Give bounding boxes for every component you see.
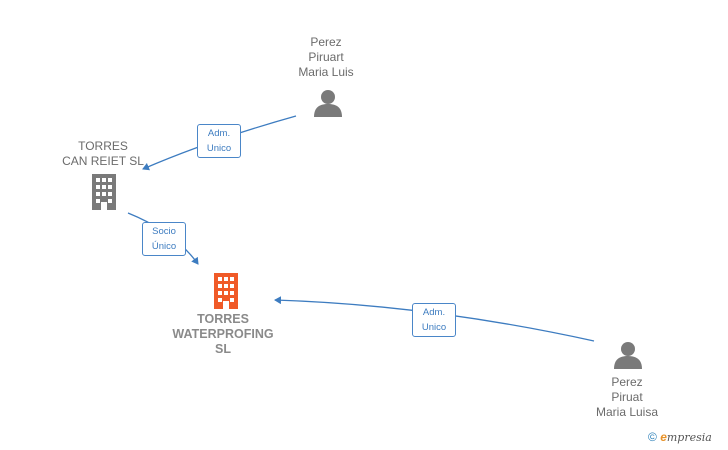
- edge-label-adm-unico-top: Adm. Unico: [197, 124, 241, 158]
- edge-label-socio-unico: Socio Único: [142, 222, 186, 256]
- person-right-label: Perez Piruat Maria Luisa: [595, 375, 659, 419]
- person-icon[interactable]: [313, 88, 343, 118]
- company-main-label: TORRES WATERPROFING SL: [172, 312, 274, 356]
- copyright-symbol: ©: [648, 430, 657, 444]
- building-icon[interactable]: [88, 174, 120, 210]
- company-left-label: TORRES CAN REIET SL: [62, 139, 144, 168]
- edge-label-adm-unico-right: Adm. Unico: [412, 303, 456, 337]
- brand-e: e: [660, 430, 667, 444]
- empresia-logo: © empresia: [648, 430, 712, 444]
- person-top-label: Perez Piruart Maria Luis: [298, 35, 354, 79]
- brand-name: mpresia: [666, 431, 712, 444]
- building-icon[interactable]: [210, 273, 242, 309]
- person-icon[interactable]: [613, 340, 643, 370]
